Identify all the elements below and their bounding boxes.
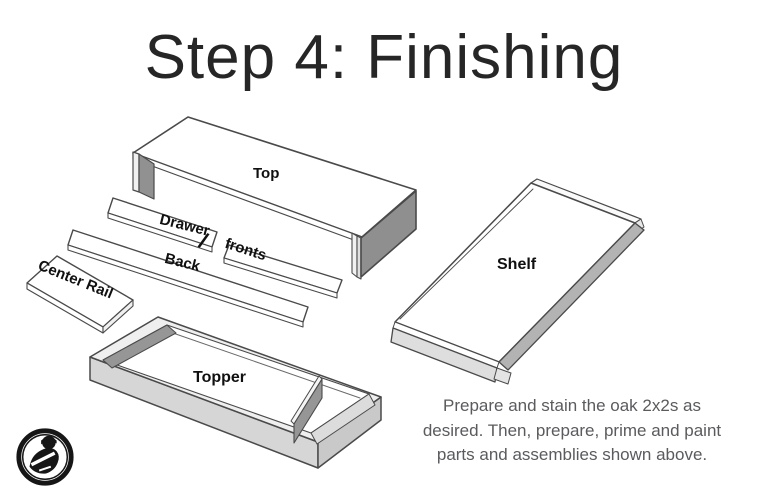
back-edge [67,244,304,328]
shelf-drawing [390,178,645,385]
note-line: parts and assemblies shown above. [436,445,708,464]
drawer-front-board-2 [223,244,343,299]
label-top: Top [253,165,280,182]
woodworker-stamp-icon [16,428,74,486]
topper-inner-right-wall [310,393,376,445]
shelf-bottom-step [493,367,512,385]
topper-floor-line [169,331,361,399]
top-piece-right-end-face [360,190,417,278]
drawer2-edge [223,257,338,299]
drawer1-edge [107,212,213,253]
top-piece-drawing [132,116,417,280]
shelf-right-trim-face [498,222,645,371]
note-line: desired. Then, prepare, prime and paint [422,420,722,440]
top-piece-left-leg-inner-face [138,153,155,200]
shelf-front-trim-face [390,327,498,383]
top-piece-right-leg-edge1 [351,232,358,278]
topper-divider-face [293,378,323,444]
logo-outer-ring [16,428,74,486]
drawer-front-board-1 [107,197,218,253]
topper-inner-left-wall [102,324,177,369]
page-title: Step 4: Finishing [144,23,624,92]
center-rail-edge-right [102,299,134,334]
top-piece-right-leg-edge2 [356,235,362,280]
logo-figure [29,435,59,474]
top-piece-left-leg-edge [132,151,140,193]
topper-tray-drawing [89,316,382,469]
note-line: Prepare and stain the oak 2x2s as [443,396,701,415]
label-shelf: Shelf [497,256,537,273]
instruction-note: Prepare and stain the oak 2x2s as desire… [399,394,745,468]
label-topper: Topper [193,369,247,386]
back-board [67,229,309,328]
center-rail-board [26,255,134,334]
logo-inner-ring [21,433,69,481]
shelf-edge-line [399,188,534,320]
